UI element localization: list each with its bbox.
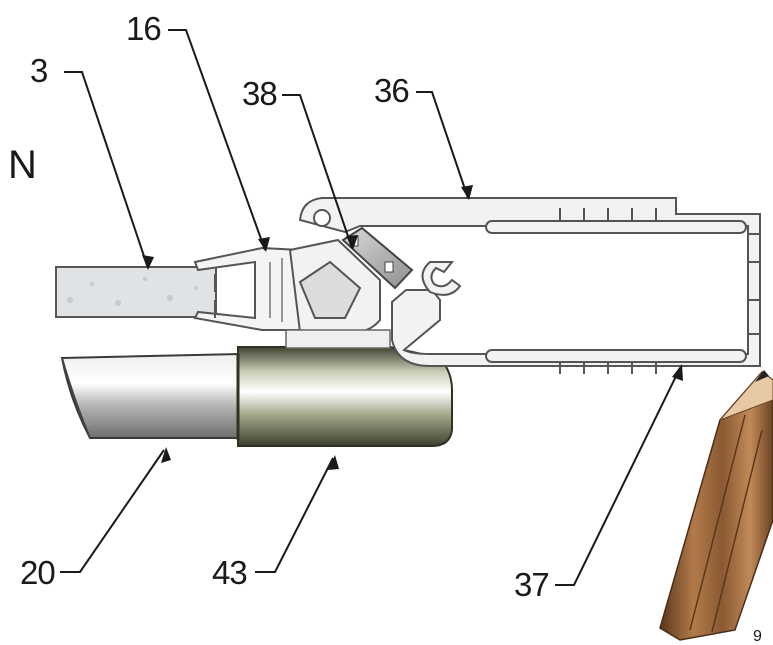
callout-3: 3 <box>30 52 47 89</box>
callout-16: 16 <box>126 10 161 47</box>
gasket-16 <box>193 246 301 331</box>
tube-20 <box>60 352 241 439</box>
callout-20: 20 <box>20 554 55 591</box>
main-profile-36 <box>298 197 761 374</box>
hinge-body <box>285 238 391 349</box>
callout-37: 37 <box>514 566 549 603</box>
figure-letter: N <box>8 143 37 187</box>
arrowheads <box>142 185 683 470</box>
leader-lines <box>60 29 681 586</box>
pencil-illustration <box>659 370 773 641</box>
glass-panel-3 <box>55 266 217 318</box>
callout-38: 38 <box>242 75 277 112</box>
page-number: 9 <box>753 628 762 645</box>
callout-43: 43 <box>212 554 247 591</box>
callout-36: 36 <box>374 72 409 109</box>
